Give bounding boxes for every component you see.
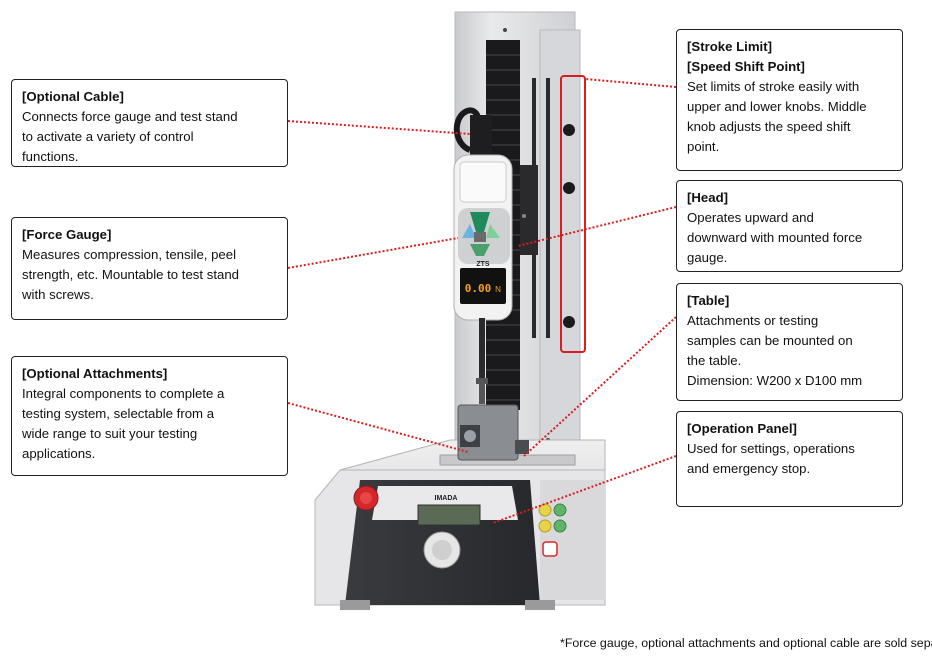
callout-text: strength, etc. Mountable to test stand: [22, 267, 239, 282]
optional-cable: [453, 107, 481, 153]
callout-text: the table.: [687, 353, 742, 368]
callout-text: to activate a variety of control: [22, 129, 194, 144]
callout-operation-panel: [Operation Panel] Used for settings, ope…: [676, 411, 903, 507]
gauge-brand: ZTS: [476, 261, 490, 268]
callout-text: samples can be mounted on: [687, 333, 853, 348]
callout-text: Dimension: W200 x D100 mm: [687, 373, 863, 388]
speed-shift-knob: [563, 182, 575, 194]
callout-text: applications.: [22, 446, 96, 461]
callout-text: with screws.: [22, 287, 94, 302]
leader-optional-cable: [287, 120, 471, 135]
callout-optional-cable: [Optional Cable] Connects force gauge an…: [11, 79, 288, 167]
callout-text: wide range to suit your testing: [22, 426, 198, 441]
callout-text: Measures compression, tensile, peel: [22, 247, 237, 262]
callout-head: [Head] Operates upward and downward with…: [676, 180, 903, 272]
callout-title: [Table]: [687, 293, 730, 308]
callout-title: [Optional Attachments]: [22, 366, 168, 381]
leader-lines: [287, 78, 677, 524]
leader-optional-attachments: [287, 402, 469, 453]
callout-text: upper and lower knobs. Middle: [687, 99, 867, 114]
callout-optional-attachments: [Optional Attachments] Integral componen…: [11, 356, 288, 476]
lcd-display: [417, 504, 481, 526]
callout-stroke-limit: [Stroke Limit] [Speed Shift Point] Set l…: [676, 29, 903, 171]
callout-title: [Head]: [687, 190, 729, 205]
callout-table: [Table] Attachments or testing samples c…: [676, 283, 903, 401]
callout-text: Integral components to complete a: [22, 386, 225, 401]
stand-brand: IMADA: [435, 495, 458, 502]
callout-text: Used for settings, operations: [687, 441, 855, 456]
stand-base: IMADA: [314, 404, 606, 610]
leader-head: [517, 206, 677, 247]
upper-limit-knob: [563, 124, 575, 136]
callout-text: downward with mounted force: [687, 230, 863, 245]
gauge-unit: N: [495, 285, 501, 294]
callout-text: Attachments or testing: [687, 313, 819, 328]
leader-operation-panel: [492, 455, 677, 524]
lower-limit-knob: [563, 316, 575, 328]
callout-text: Set limits of stroke easily with: [687, 79, 860, 94]
footnote: *Force gauge, optional attachments and o…: [560, 636, 932, 650]
gauge-reading: 0.00: [465, 282, 492, 295]
callout-text: Operates upward and: [687, 210, 814, 225]
callout-title: [Optional Cable]: [22, 89, 124, 104]
callout-text: point.: [687, 139, 720, 154]
leader-force-gauge: [287, 237, 459, 269]
callout-text: knob adjusts the speed shift: [687, 119, 851, 134]
callout-title: [Force Gauge]: [22, 227, 112, 242]
stroke-limit-highlight: [560, 75, 586, 353]
callout-title-secondary: [Speed Shift Point]: [687, 59, 805, 74]
leader-stroke-limit: [584, 78, 677, 88]
callout-text: functions.: [22, 149, 79, 164]
callout-text: Connects force gauge and test stand: [22, 109, 238, 124]
callout-text: testing system, selectable from a: [22, 406, 215, 421]
force-gauge-device: ZTS 0.00 N: [453, 115, 538, 321]
callout-title: [Operation Panel]: [687, 421, 797, 436]
guide-rail: [546, 78, 550, 338]
callout-title: [Stroke Limit]: [687, 39, 772, 54]
callout-force-gauge: [Force Gauge] Measures compression, tens…: [11, 217, 288, 320]
callout-text: gauge.: [687, 250, 728, 265]
callout-text: and emergency stop.: [687, 461, 811, 476]
